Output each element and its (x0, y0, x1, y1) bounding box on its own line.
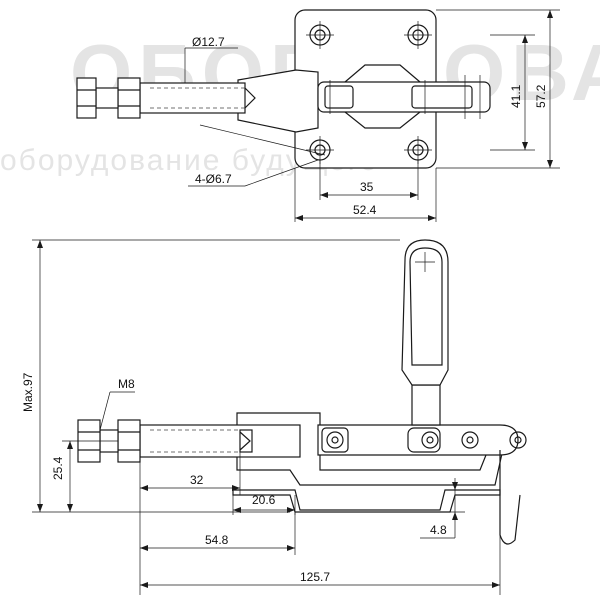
broken-edge (499, 450, 521, 545)
side-view: Max.97 M8 25.4 32 20.6 4.8 54.8 125.7 (21, 239, 527, 595)
offset-label: 20.6 (252, 493, 276, 507)
holes-label: 4-Ø6.7 (195, 172, 232, 186)
lock-nut (117, 77, 141, 119)
hole-spacing-v-label: 41.1 (509, 84, 523, 108)
linkage-side (317, 424, 527, 456)
hole-spacing-h-label: 35 (360, 180, 374, 194)
thread-label: M8 (118, 377, 135, 391)
stroke-label: 32 (190, 473, 204, 487)
lock-nut-side (117, 419, 141, 463)
end-nut (76, 77, 97, 119)
mounting-holes (306, 21, 432, 164)
plate-height-label: 57.2 (534, 84, 548, 108)
top-view: Ø12.7 4-Ø6.7 41.1 57.2 35 52.4 (76, 9, 560, 222)
handle-lever (401, 239, 449, 426)
plunger-rod (139, 82, 246, 114)
rod-diameter-label: Ø12.7 (192, 35, 225, 49)
base-thickness-label: 4.8 (430, 523, 447, 537)
plunger-housing (237, 69, 319, 133)
top-dimension-lines (184, 9, 560, 222)
side-dimension-lines (32, 239, 501, 595)
axis-height-label: 25.4 (51, 456, 65, 480)
plate-width-label: 52.4 (353, 203, 377, 217)
linkage-top (317, 64, 491, 129)
thread-stud (95, 87, 119, 109)
rod-to-base-label: 54.8 (205, 533, 229, 547)
max-height-label: Max.97 (21, 372, 35, 412)
overall-length-label: 125.7 (300, 570, 330, 584)
